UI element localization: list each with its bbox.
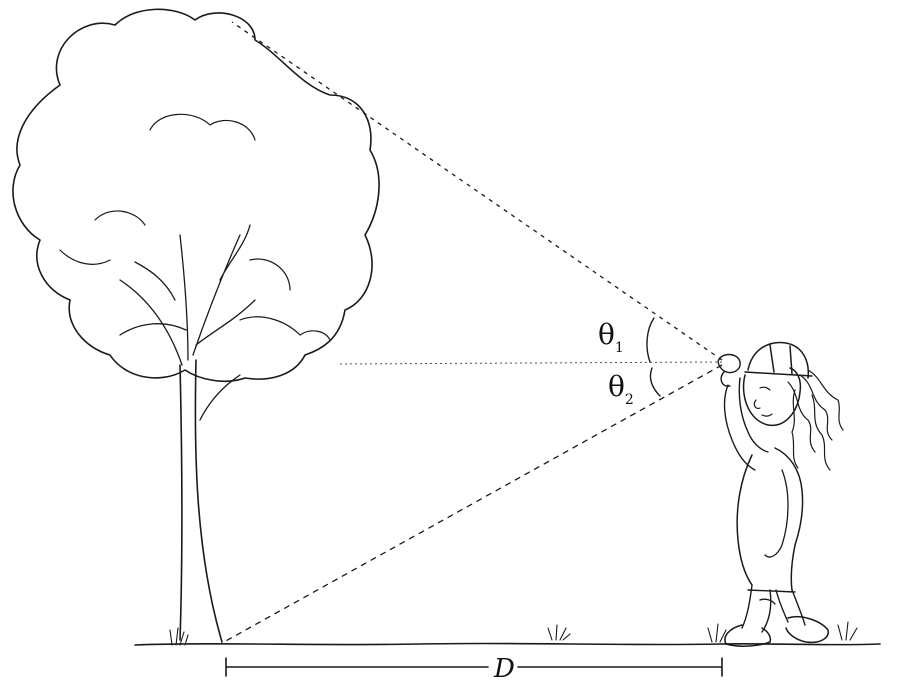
- tree-canopy: [13, 9, 379, 381]
- grass-icon: [170, 622, 857, 645]
- boots: [725, 617, 828, 646]
- tree-branches: [120, 225, 255, 420]
- sight-line-horizontal: [338, 362, 722, 364]
- angle-arc-theta1: [647, 318, 654, 362]
- tree-icon: [13, 9, 379, 642]
- ground-line: [135, 643, 880, 645]
- torso: [737, 448, 802, 590]
- theta1-label: θ1: [598, 318, 624, 356]
- person-icon: [718, 342, 843, 646]
- tree-trunk: [180, 360, 222, 642]
- hair: [788, 370, 843, 470]
- sight-line-base: [224, 365, 722, 642]
- angle-arc-theta2: [650, 368, 660, 396]
- distance-bar: D: [226, 654, 722, 683]
- raised-arm: [725, 378, 768, 470]
- legs: [742, 585, 805, 632]
- helmet: [745, 342, 812, 378]
- distance-label: D: [493, 654, 515, 683]
- theta2-label: θ2: [608, 370, 634, 408]
- sight-line-top: [232, 22, 722, 360]
- head: [744, 368, 801, 425]
- lower-arm: [765, 470, 788, 557]
